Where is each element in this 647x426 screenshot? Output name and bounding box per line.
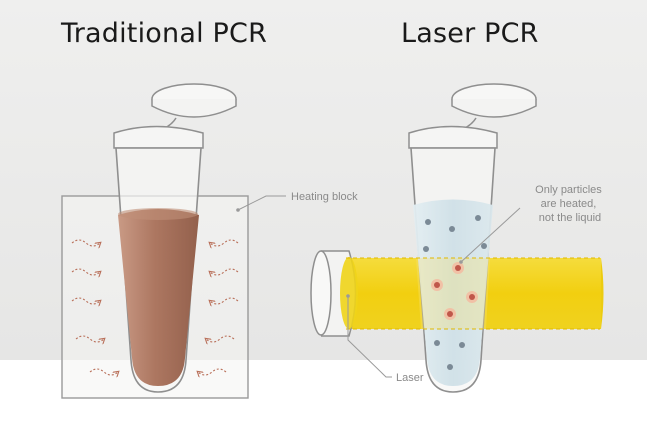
particles-label: Only particles are heated, not the liqui…: [535, 184, 605, 224]
left-tube-cap: [151, 83, 237, 133]
particle: [449, 226, 455, 232]
heated-particle: [444, 308, 456, 320]
heated-particles: [431, 262, 478, 320]
particle: [459, 342, 465, 348]
particle: [447, 364, 453, 370]
laser-pcr-title: Laser PCR: [401, 18, 539, 49]
heated-particle: [452, 262, 464, 274]
particle: [423, 246, 429, 252]
laser-label: Laser: [396, 372, 424, 384]
heated-particle: [431, 279, 443, 291]
heated-liquid: [118, 209, 199, 386]
laser-pcr-illustration: Only particles are heated, not the liqui…: [310, 83, 605, 393]
particles-leader: [460, 207, 521, 263]
clear-liquid: [413, 199, 493, 386]
particle: [434, 340, 440, 346]
particle: [481, 243, 487, 249]
heat-arrows-right: [198, 239, 239, 375]
heated-particle: [466, 291, 478, 303]
particles-label-line1: Only particles: [535, 184, 602, 196]
particles-label-line3: not the liquid: [539, 212, 601, 224]
heat-arrows-left: [71, 239, 118, 375]
heating-block-leader: [237, 195, 286, 211]
laser-leader: [347, 296, 392, 378]
traditional-pcr-illustration: Heating block: [61, 83, 358, 399]
particles-label-line2: are heated,: [541, 198, 597, 210]
laser-emitter: [310, 250, 358, 337]
particle: [425, 219, 431, 225]
particle: [475, 215, 481, 221]
cold-particles: [423, 215, 487, 370]
heating-block-label: Heating block: [291, 191, 358, 203]
right-tube-cap: [451, 83, 537, 133]
traditional-pcr-title: Traditional PCR: [61, 18, 268, 49]
left-tube: [113, 125, 204, 393]
